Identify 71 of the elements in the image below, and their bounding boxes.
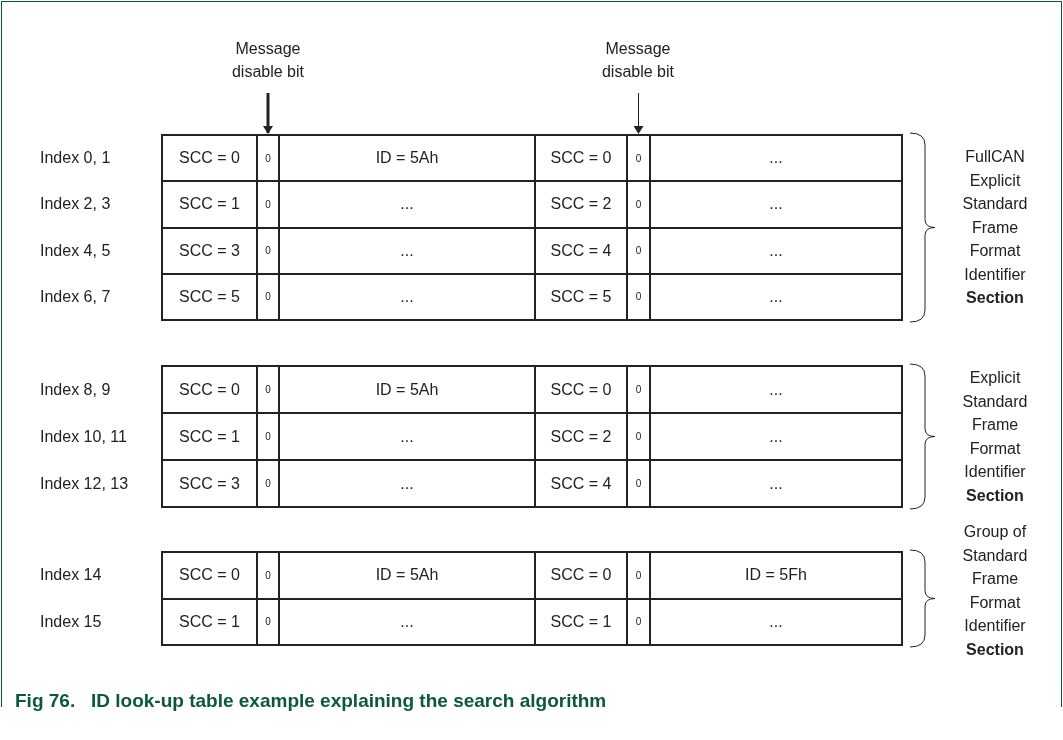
scc-field-cell: SCC = 0: [162, 552, 257, 599]
disable-bit-cell: 0: [627, 273, 650, 320]
identifier-cell: ...: [650, 598, 902, 645]
disable-bit-cell: 0: [257, 366, 279, 413]
scc-field-cell: SCC = 0: [535, 366, 627, 413]
identifier-cell: ID = 5Ah: [279, 135, 535, 182]
scc-field-cell: SCC = 0: [535, 135, 627, 182]
row-index-label: Index 4, 5: [40, 240, 112, 261]
identifier-cell: ...: [279, 273, 535, 320]
scc-field-cell: SCC = 1: [162, 181, 257, 228]
disable-bit-cell: 0: [257, 460, 279, 507]
row-index-label: Index 12, 13: [40, 473, 130, 494]
scc-field-cell: SCC = 4: [535, 460, 627, 507]
identifier-cell: ...: [650, 135, 902, 182]
disable-bit-cell: 0: [627, 181, 650, 228]
section-label: Group of Standard Frame Format Identifier Section: [961, 522, 1029, 660]
scc-field-cell: SCC = 1: [535, 598, 627, 645]
identifier-cell: ...: [650, 227, 902, 274]
figure-caption: Fig 76. ID look-up table example explaining the search algorithm: [15, 690, 607, 712]
row-index-label: Index 6, 7: [40, 286, 112, 307]
row-index-label: Index 10, 11: [40, 426, 128, 447]
identifier-cell: ID = 5Fh: [650, 552, 902, 599]
scc-field-cell: SCC = 0: [535, 552, 627, 599]
disable-bit-cell: 0: [257, 413, 279, 460]
row-index-label: Index 0, 1: [40, 148, 112, 169]
scc-field-cell: SCC = 0: [162, 366, 257, 413]
leader-arrow: [633, 92, 644, 134]
disable-bit-cell: 0: [257, 227, 279, 274]
scc-field-cell: SCC = 0: [162, 135, 257, 182]
leader-text: Message disable bit: [583, 37, 693, 83]
disable-bit-cell: 0: [257, 552, 279, 599]
identifier-cell: ...: [650, 273, 902, 320]
scc-field-cell: SCC = 1: [162, 413, 257, 460]
identifier-cell: ID = 5Ah: [279, 552, 535, 599]
row-index-label: Index 2, 3: [40, 194, 112, 215]
disable-bit-cell: 0: [627, 552, 650, 599]
identifier-cell: ...: [279, 181, 535, 228]
scc-field-cell: SCC = 2: [535, 413, 627, 460]
section-label: FullCAN Explicit Standard Frame Format Identifier Section: [961, 147, 1029, 308]
disable-bit-cell: 0: [627, 227, 650, 274]
disable-bit-cell: 0: [627, 366, 650, 413]
row-index-label: Index 8, 9: [40, 379, 112, 400]
identifier-cell: ...: [279, 598, 535, 645]
leader-text: Message disable bit: [213, 37, 323, 83]
scc-field-cell: SCC = 1: [162, 598, 257, 645]
disable-bit-cell: 0: [627, 413, 650, 460]
disable-bit-cell: 0: [627, 598, 650, 645]
disable-bit-cell: 0: [627, 460, 650, 507]
disable-bit-cell: 0: [257, 273, 279, 320]
scc-field-cell: SCC = 2: [535, 181, 627, 228]
scc-field-cell: SCC = 3: [162, 227, 257, 274]
identifier-cell: ...: [650, 460, 902, 507]
scc-field-cell: SCC = 5: [162, 273, 257, 320]
identifier-cell: ID = 5Ah: [279, 366, 535, 413]
disable-bit-cell: 0: [257, 135, 279, 182]
section-label: Explicit Standard Frame Format Identifier Section: [961, 368, 1029, 506]
identifier-cell: ...: [279, 413, 535, 460]
identifier-cell: ...: [650, 181, 902, 228]
identifier-cell: ...: [279, 460, 535, 507]
disable-bit-cell: 0: [257, 181, 279, 228]
leader-arrow: [263, 93, 273, 134]
identifier-cell: ...: [650, 413, 902, 460]
row-index-label: Index 14: [40, 565, 103, 586]
scc-field-cell: SCC = 3: [162, 460, 257, 507]
disable-bit-cell: 0: [257, 598, 279, 645]
scc-field-cell: SCC = 4: [535, 227, 627, 274]
scc-field-cell: SCC = 5: [535, 273, 627, 320]
identifier-cell: ...: [279, 227, 535, 274]
row-index-label: Index 15: [40, 611, 103, 632]
identifier-cell: ...: [650, 366, 902, 413]
disable-bit-cell: 0: [627, 135, 650, 182]
